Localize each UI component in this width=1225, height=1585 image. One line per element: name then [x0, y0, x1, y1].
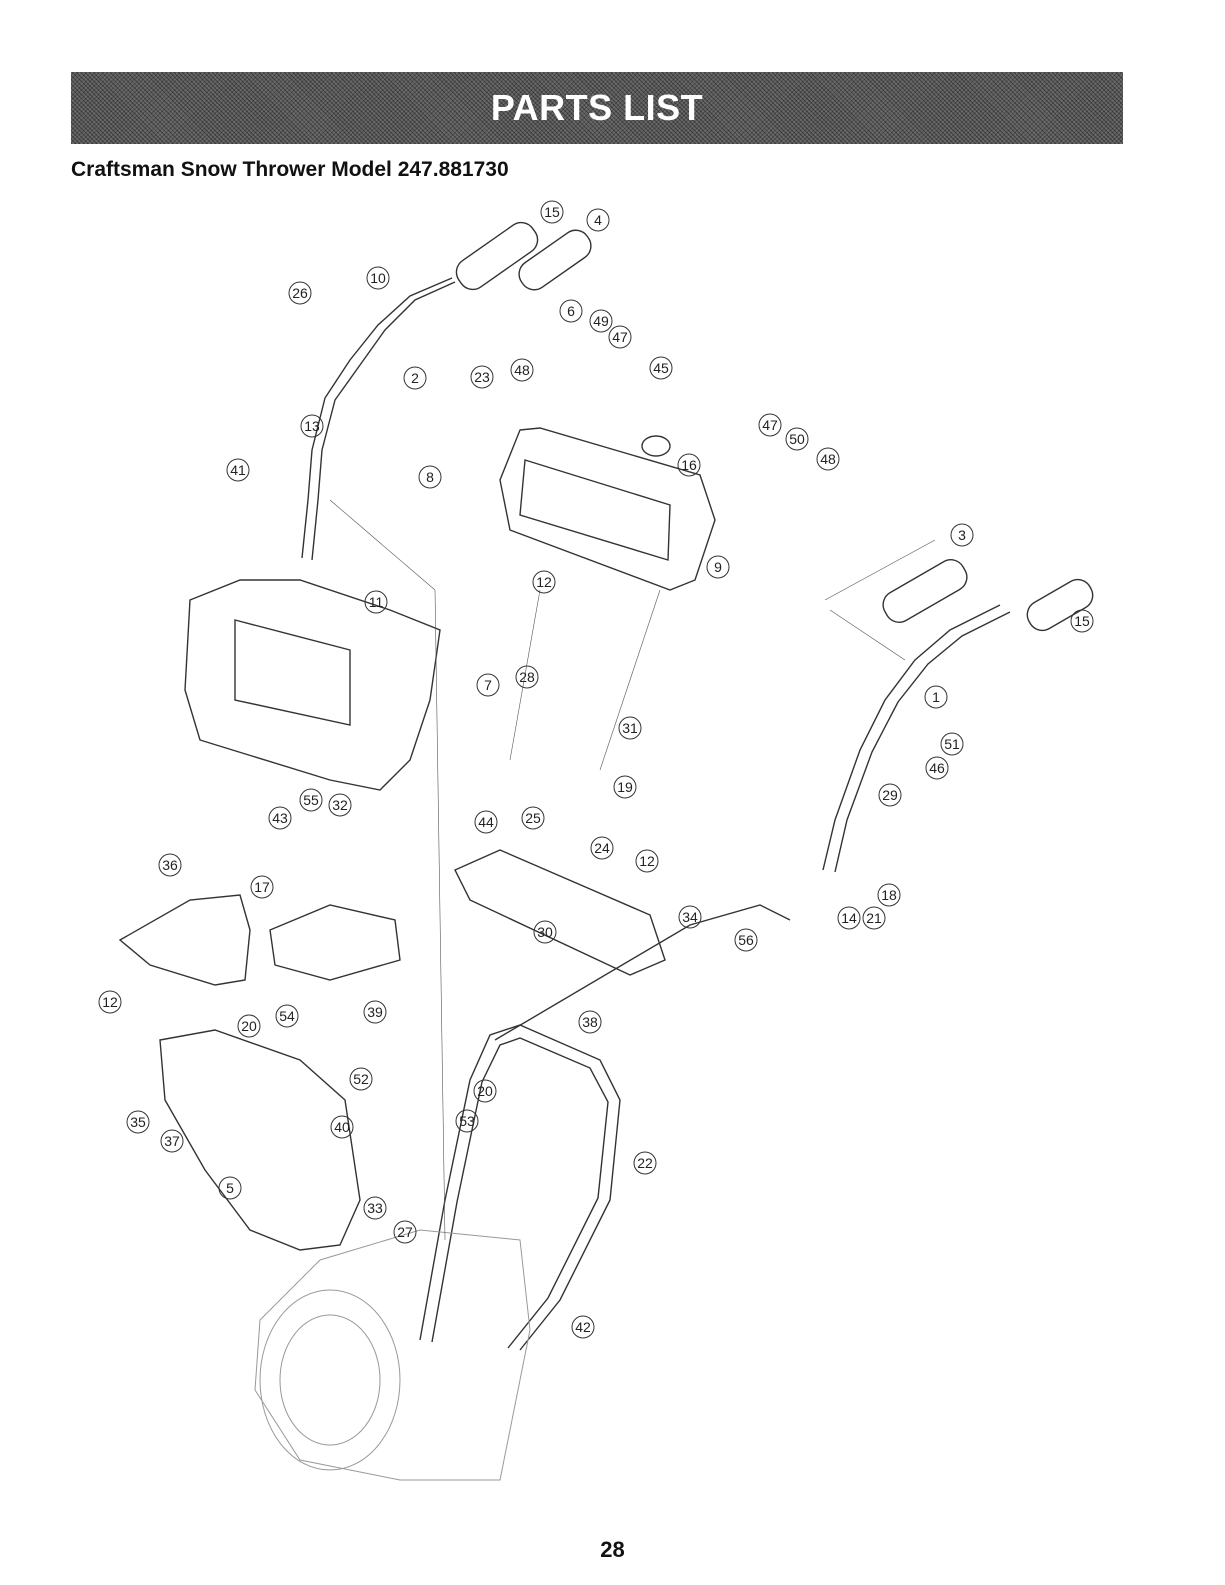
callout-label: 7 — [484, 677, 492, 693]
exploded-parts-diagram: 15 4 10 26 6 49 47 2 23 48 45 13 8 47 50… — [0, 190, 1225, 1520]
callout-label: 16 — [681, 457, 697, 473]
parts-list-banner: PARTS LIST — [71, 72, 1123, 144]
callout-label: 47 — [612, 329, 628, 345]
callout-label: 10 — [370, 270, 386, 286]
callout-label: 56 — [738, 932, 754, 948]
callout-label: 48 — [820, 451, 836, 467]
callout-label: 4 — [594, 212, 602, 228]
callout-label: 41 — [230, 462, 246, 478]
callout-label: 44 — [478, 814, 494, 830]
callout-label: 42 — [575, 1319, 591, 1335]
upper-handle-left — [312, 282, 455, 560]
callout-label: 9 — [714, 559, 722, 575]
callout-label: 40 — [334, 1119, 350, 1135]
callout-label: 11 — [369, 594, 384, 610]
callout-label: 27 — [397, 1224, 413, 1240]
callout-label: 19 — [617, 779, 633, 795]
callout-label: 3 — [958, 527, 966, 543]
callout-label: 49 — [593, 313, 609, 329]
callout-label: 14 — [841, 910, 857, 926]
callout-label: 54 — [279, 1008, 295, 1024]
callout-label: 15 — [1074, 613, 1090, 629]
callout-label: 32 — [332, 797, 348, 813]
callout-label: 48 — [514, 362, 530, 378]
callout-label: 22 — [637, 1155, 653, 1171]
callout-label: 47 — [762, 417, 778, 433]
callout-label: 13 — [304, 418, 320, 434]
chute-crank-knob — [642, 436, 670, 456]
grip-right-upper — [514, 225, 597, 295]
dash-panel — [500, 428, 715, 590]
chute-deflector — [160, 1030, 360, 1250]
callout-label: 39 — [367, 1004, 383, 1020]
callout-label: 45 — [653, 360, 669, 376]
callout-label: 46 — [929, 760, 945, 776]
callout-label: 12 — [102, 994, 118, 1010]
callout-label: 53 — [459, 1113, 475, 1129]
callout-label: 23 — [474, 369, 490, 385]
grip-left — [451, 217, 543, 295]
banner-title: PARTS LIST — [491, 87, 703, 129]
callout-label: 25 — [525, 810, 541, 826]
callout-label: 31 — [622, 720, 638, 736]
callout-label: 30 — [537, 924, 553, 940]
chute — [120, 895, 250, 985]
belt-cover — [185, 580, 440, 790]
callout-label: 6 — [567, 303, 575, 319]
callout-label: 37 — [164, 1133, 180, 1149]
callout-label: 51 — [944, 736, 960, 752]
model-subtitle: Craftsman Snow Thrower Model 247.881730 — [71, 158, 509, 182]
callout-label: 34 — [682, 909, 698, 925]
grip-right — [878, 555, 972, 628]
page-number: 28 — [0, 1537, 1225, 1563]
callout-label: 12 — [639, 853, 655, 869]
callout-label: 50 — [789, 431, 805, 447]
callout-label: 38 — [582, 1014, 598, 1030]
chute-tilt-cover — [270, 905, 400, 980]
callout-label: 20 — [241, 1018, 257, 1034]
shift-bracket — [455, 850, 665, 975]
callout-label: 28 — [519, 669, 535, 685]
lower-handle — [420, 1025, 620, 1350]
callout-label: 55 — [303, 792, 319, 808]
callout-label: 20 — [477, 1083, 493, 1099]
callout-label: 18 — [881, 887, 897, 903]
callout-label: 36 — [162, 857, 178, 873]
callout-label: 12 — [536, 574, 552, 590]
callout-label: 26 — [292, 285, 308, 301]
callout-label: 21 — [866, 910, 882, 926]
callout-label: 35 — [130, 1114, 146, 1130]
callout-label: 43 — [272, 810, 288, 826]
callout-label: 5 — [226, 1180, 234, 1196]
callout-label: 15 — [544, 204, 560, 220]
callout-label: 1 — [932, 689, 940, 705]
upper-handle-right — [823, 605, 1000, 870]
callout-label: 52 — [353, 1071, 369, 1087]
auger-housing — [255, 1230, 530, 1480]
callout-label: 33 — [367, 1200, 383, 1216]
callout-label: 8 — [426, 469, 434, 485]
callout-label: 17 — [254, 879, 270, 895]
callout-label: 29 — [882, 787, 898, 803]
callout-label: 24 — [594, 840, 610, 856]
callout-label: 2 — [411, 370, 419, 386]
